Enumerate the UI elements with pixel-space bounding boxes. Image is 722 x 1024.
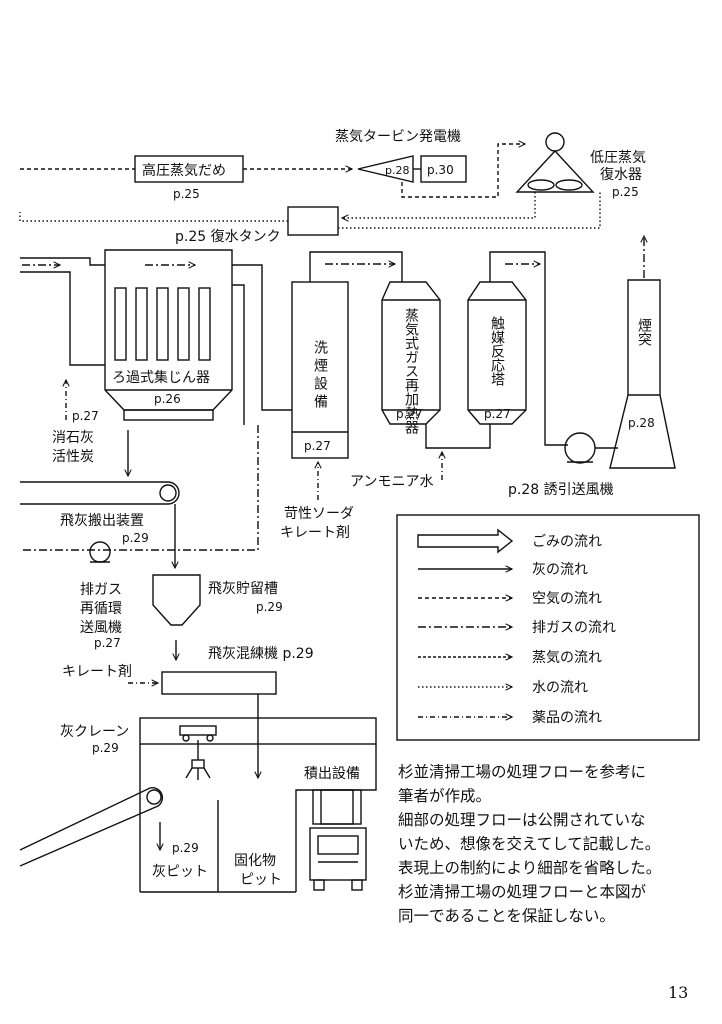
loading-label: 積出設備 bbox=[304, 766, 360, 782]
recirc-label-3: 送風機 bbox=[80, 620, 122, 636]
recirculation-fan bbox=[89, 541, 111, 563]
bag-filter-label: ろ過式集じん器 bbox=[112, 369, 210, 386]
reheater-label: 蒸気式ガス再加熱器 bbox=[403, 308, 419, 434]
truck bbox=[309, 827, 367, 881]
water-line-condenser-to-tank bbox=[342, 192, 536, 218]
fly-ash-conveyor-label: 飛灰搬出装置 bbox=[60, 513, 144, 529]
caustic-label-2: キレート剤 bbox=[280, 525, 350, 541]
legend-refuse-arrow bbox=[417, 528, 514, 554]
stack-page: p.28 bbox=[628, 416, 655, 430]
catalyst-page: p.27 bbox=[484, 407, 511, 421]
steam-reservoir-page: p.25 bbox=[173, 187, 200, 201]
lime-label-1: 消石灰 bbox=[52, 430, 94, 446]
lp-condenser-label-1: 低圧蒸気 bbox=[590, 150, 646, 166]
catalyst-label: 触媒反応塔 bbox=[489, 316, 505, 386]
author-note: 杉並清掃工場の処理フローを参考に 筆者が作成。 細部の処理フローは公開されていな… bbox=[398, 763, 662, 925]
ash-pit-page: p.29 bbox=[172, 841, 199, 855]
turbine-title: 蒸気タービン発電機 bbox=[335, 129, 461, 145]
recirc-label-1: 排ガス bbox=[80, 582, 122, 598]
legend-label-air: 空気の流れ bbox=[532, 591, 602, 607]
stack bbox=[609, 279, 676, 469]
turbine-page: p.28 bbox=[385, 164, 409, 177]
legend-label-exhaust: 排ガスの流れ bbox=[532, 620, 616, 636]
caustic-label-1: 苛性ソーダ bbox=[284, 505, 354, 522]
silo-label: 飛灰貯留槽 bbox=[208, 581, 278, 597]
ash-pit-label: 灰ピット bbox=[152, 864, 208, 880]
scrubber-page: p.27 bbox=[304, 439, 331, 453]
chelate-label: キレート剤 bbox=[62, 664, 132, 680]
ammonia-label: アンモニア水 bbox=[350, 474, 433, 490]
silo-page: p.29 bbox=[256, 600, 283, 614]
legend-label-chemical: 薬品の流れ bbox=[532, 710, 602, 726]
legend-box bbox=[396, 514, 700, 741]
lime-label-2: 活性炭 bbox=[52, 449, 94, 465]
induced-draft-fan bbox=[564, 432, 596, 464]
legend-label-refuse: ごみの流れ bbox=[532, 534, 602, 550]
mixer-label: 飛灰混練機 p.29 bbox=[208, 646, 314, 662]
loading-chute bbox=[312, 789, 362, 825]
recirc-page: p.27 bbox=[94, 636, 121, 650]
catalyst-tower bbox=[467, 281, 527, 425]
generator-page: p.30 bbox=[427, 163, 454, 177]
reheater-page: p.27 bbox=[396, 407, 423, 421]
ash-crane-label: 灰クレーン bbox=[60, 724, 129, 740]
page-number: 13 bbox=[668, 983, 689, 1002]
lime-page: p.27 bbox=[72, 409, 99, 423]
idf-label: p.28 誘引送風機 bbox=[508, 482, 614, 498]
stack-label: 煙突 bbox=[636, 318, 652, 346]
bottom-ash-conveyor bbox=[19, 787, 164, 867]
lp-condenser-label-2: 復水器 bbox=[600, 166, 642, 183]
condensate-tank bbox=[287, 206, 339, 236]
bag-filter-page: p.26 bbox=[154, 392, 181, 406]
ash-crane-rail bbox=[139, 717, 377, 745]
solid-pit-label-2: ピット bbox=[240, 872, 282, 888]
legend-label-ash: 灰の流れ bbox=[532, 562, 588, 578]
recirc-label-2: 再循環 bbox=[80, 601, 122, 617]
fly-ash-silo bbox=[152, 574, 201, 626]
legend-label-steam: 蒸気の流れ bbox=[532, 650, 602, 666]
steam-line-to-condenser bbox=[401, 144, 525, 198]
water-line-tank-out bbox=[19, 212, 288, 222]
fly-ash-conveyor-page: p.29 bbox=[122, 531, 149, 545]
steam-line-tank bbox=[338, 190, 601, 229]
fly-ash-conveyor bbox=[20, 481, 180, 505]
condenser-top bbox=[545, 132, 565, 152]
lp-condenser-page: p.25 bbox=[612, 185, 639, 199]
generator bbox=[420, 155, 467, 183]
fly-ash-mixer bbox=[161, 671, 277, 695]
legend-label-water: 水の流れ bbox=[532, 680, 588, 696]
ash-crane-page: p.29 bbox=[92, 741, 119, 755]
ash-crane-trolley bbox=[179, 725, 217, 736]
exhaust-recirculation-line bbox=[20, 425, 259, 551]
condensate-tank-label: p.25 復水タンク bbox=[175, 228, 281, 245]
condenser-body bbox=[515, 149, 595, 193]
scrubber-label: 洗煙設備 bbox=[312, 340, 328, 412]
scrubber bbox=[291, 281, 349, 459]
solid-pit-label-1: 固化物 bbox=[234, 853, 276, 869]
ash-crane-grab bbox=[191, 759, 205, 769]
steam-reservoir-label: 高圧蒸気だめ bbox=[142, 162, 226, 179]
